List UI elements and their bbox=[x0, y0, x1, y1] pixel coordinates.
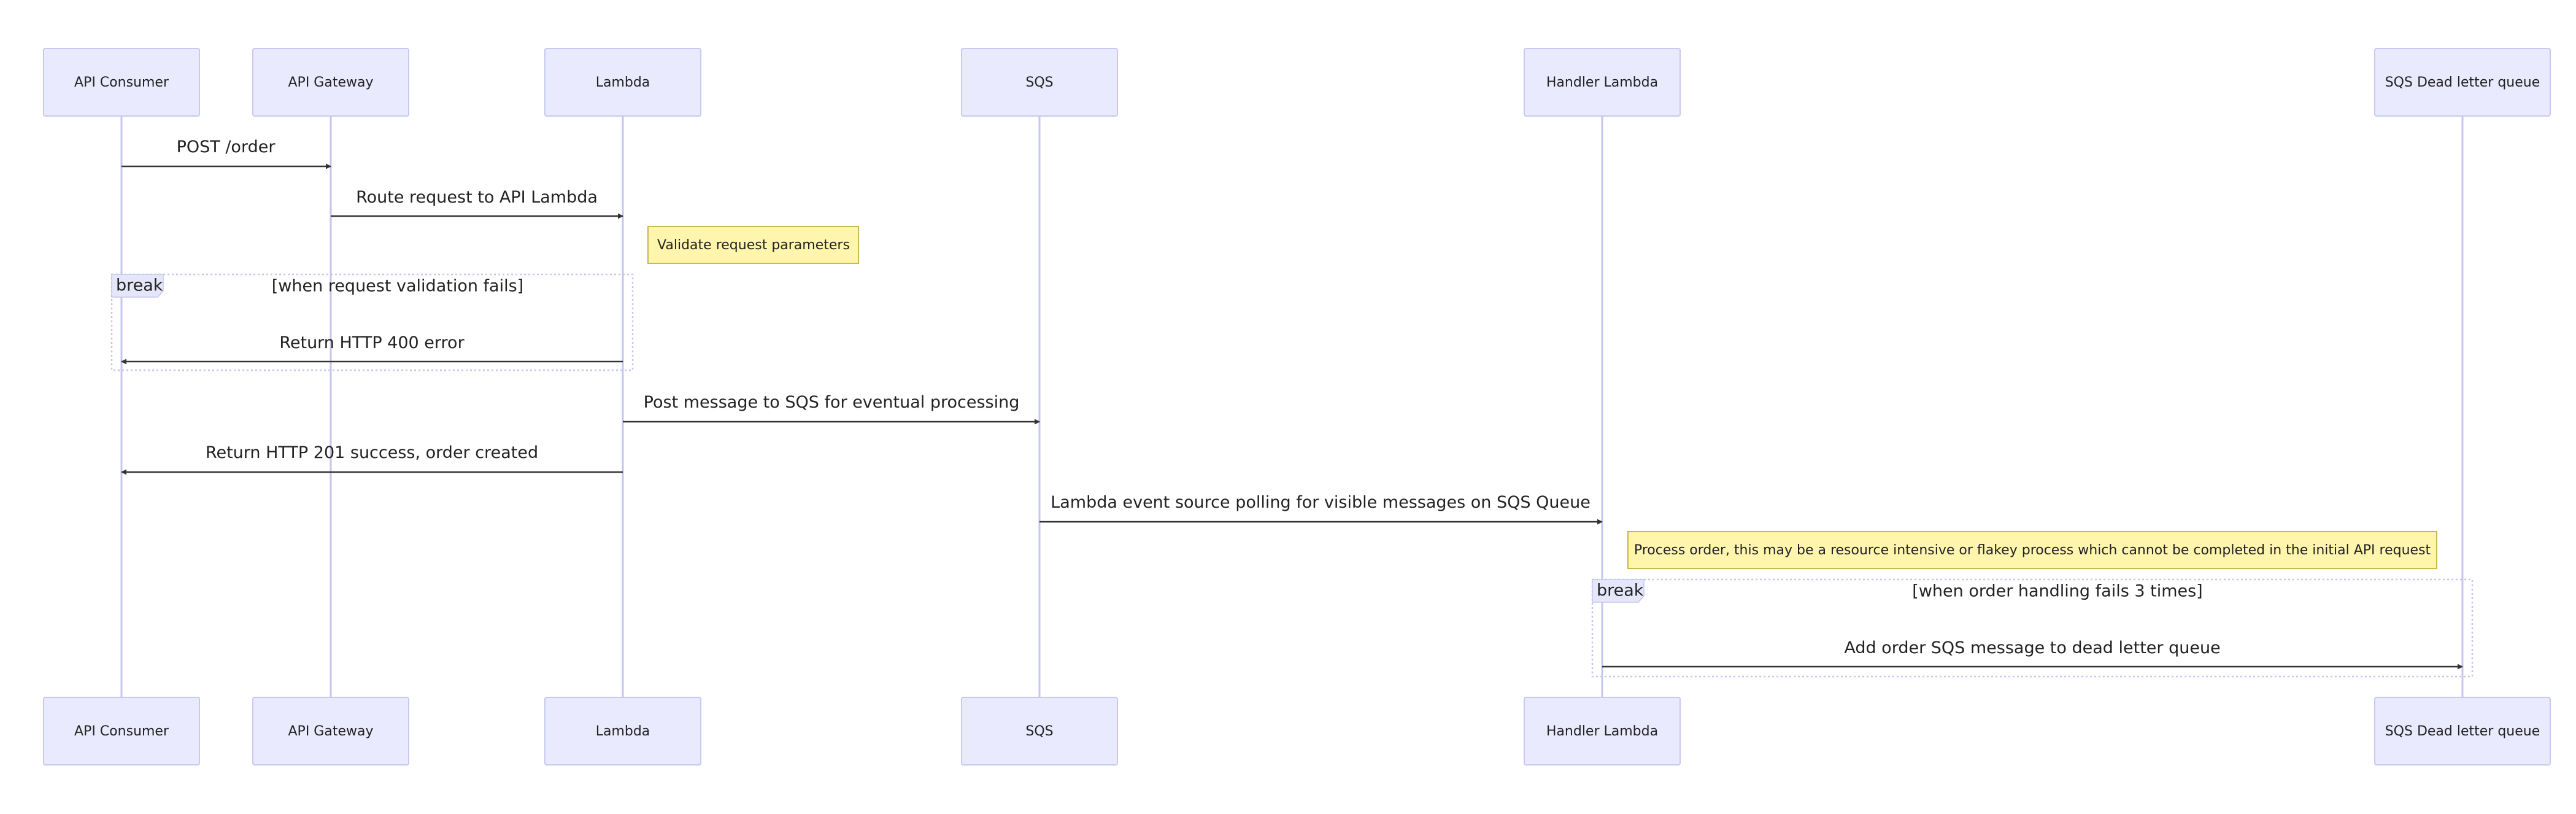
participant-label: API Gateway bbox=[288, 75, 374, 90]
fragment-label-tab bbox=[111, 274, 164, 298]
message-label: Lambda event source polling for visible … bbox=[1051, 493, 1591, 512]
participant-label: SQS bbox=[1025, 724, 1053, 739]
fragment-frame bbox=[1591, 578, 2474, 678]
participant-lambda-top: Lambda bbox=[544, 48, 701, 117]
message-event-polling: Lambda event source polling for visible … bbox=[1039, 493, 1603, 525]
fragment-frame bbox=[110, 273, 634, 371]
participant-lambda-bottom: Lambda bbox=[544, 697, 701, 766]
lifelines bbox=[120, 116, 2464, 697]
participant-label: API Gateway bbox=[288, 724, 374, 739]
participant-label: API Consumer bbox=[74, 724, 169, 739]
participant-dlq-top: SQS Dead letter queue bbox=[2374, 48, 2551, 117]
message-post-order: POST /order bbox=[121, 138, 331, 169]
message-route-request: Route request to API Lambda bbox=[331, 188, 623, 219]
participant-label: Lambda bbox=[596, 75, 650, 90]
participant-dlq-bottom: SQS Dead letter queue bbox=[2374, 697, 2551, 766]
fragment-type-label: break bbox=[116, 276, 163, 295]
message-return-400: Return HTTP 400 error bbox=[121, 333, 623, 365]
message-post-sqs: Post message to SQS for eventual process… bbox=[623, 393, 1040, 425]
participant-gateway-bottom: API Gateway bbox=[252, 697, 409, 766]
fragment-label-tab bbox=[1592, 579, 1645, 603]
message-label: Route request to API Lambda bbox=[356, 188, 598, 207]
note-process-order: Process order, this may be a resource in… bbox=[1627, 531, 2437, 569]
message-return-201: Return HTTP 201 success, order created bbox=[121, 443, 623, 475]
message-label: Return HTTP 201 success, order created bbox=[206, 443, 538, 462]
break-fragment-validation: break [when request validation fails] bbox=[110, 273, 634, 371]
fragment-type-label: break bbox=[1597, 581, 1644, 600]
note-text: Process order, this may be a resource in… bbox=[1634, 543, 2431, 558]
participant-consumer-top: API Consumer bbox=[43, 48, 200, 117]
participant-label: Handler Lambda bbox=[1546, 724, 1658, 739]
participant-label: Handler Lambda bbox=[1546, 75, 1658, 90]
participant-label: SQS bbox=[1025, 75, 1053, 90]
fragment-condition: [when order handling fails 3 times] bbox=[1912, 582, 2202, 601]
message-label: POST /order bbox=[177, 138, 276, 157]
participants-bottom: API Consumer API Gateway Lambda SQS Hand… bbox=[43, 697, 2551, 766]
participant-label: API Consumer bbox=[74, 75, 169, 90]
fragment-condition: [when request validation fails] bbox=[272, 277, 523, 296]
participant-gateway-top: API Gateway bbox=[252, 48, 409, 117]
break-fragment-dlq: break [when order handling fails 3 times… bbox=[1591, 578, 2474, 678]
messages: POST /order Route request to API Lambda … bbox=[121, 138, 2463, 670]
message-label: Return HTTP 400 error bbox=[279, 333, 465, 352]
note-text: Validate request parameters bbox=[657, 238, 850, 253]
participant-sqs-bottom: SQS bbox=[961, 697, 1118, 766]
participant-sqs-top: SQS bbox=[961, 48, 1118, 117]
participant-label: Lambda bbox=[596, 724, 650, 739]
participant-handler-bottom: Handler Lambda bbox=[1524, 697, 1681, 766]
note-validate: Validate request parameters bbox=[647, 226, 859, 264]
participant-label: SQS Dead letter queue bbox=[2385, 724, 2540, 739]
participant-handler-top: Handler Lambda bbox=[1524, 48, 1681, 117]
participants-top: API Consumer API Gateway Lambda SQS Hand… bbox=[43, 48, 2551, 117]
participant-label: SQS Dead letter queue bbox=[2385, 75, 2540, 90]
message-label: Post message to SQS for eventual process… bbox=[644, 393, 1020, 412]
message-add-dlq: Add order SQS message to dead letter que… bbox=[1602, 638, 2463, 670]
message-label: Add order SQS message to dead letter que… bbox=[1844, 638, 2220, 657]
participant-consumer-bottom: API Consumer bbox=[43, 697, 200, 766]
